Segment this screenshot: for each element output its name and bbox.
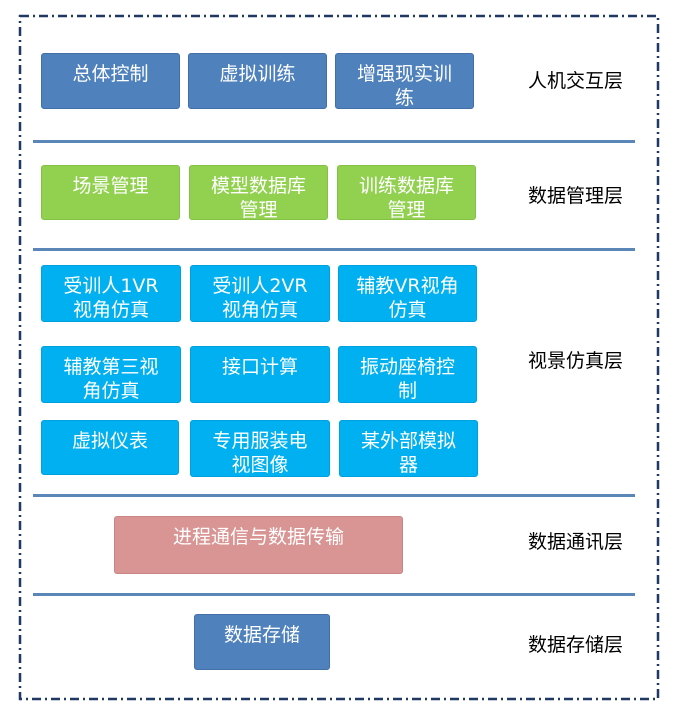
module-training-db-management: 训练数据库管理 (337, 165, 476, 221)
separator-2 (33, 248, 635, 251)
separator-4 (33, 593, 635, 596)
layer-label-data-communication: 数据通讯层 (528, 531, 624, 553)
module-trainee1-vr-sim: 受训人1VR视角仿真 (41, 265, 181, 322)
layer-label-data-storage: 数据存储层 (528, 634, 624, 656)
module-data-storage: 数据存储 (194, 614, 330, 670)
separator-3 (33, 494, 635, 497)
module-vibration-seat-control: 振动座椅控制 (338, 346, 477, 403)
layer-label-hmi: 人机交互层 (528, 70, 624, 92)
module-virtual-instrument: 虚拟仪表 (41, 420, 179, 475)
module-trainee2-vr-sim: 受训人2VR视角仿真 (190, 265, 330, 322)
module-assistant-vr-sim: 辅教VR视角仿真 (338, 265, 477, 322)
separator-1 (33, 140, 635, 143)
module-assistant-third-person-sim: 辅教第三视角仿真 (41, 346, 181, 403)
module-virtual-training: 虚拟训练 (188, 53, 327, 109)
module-special-suit-tv-image: 专用服装电视图像 (190, 420, 330, 477)
module-ar-training: 增强现实训练 (335, 53, 474, 109)
module-overall-control: 总体控制 (41, 53, 180, 109)
module-scene-management: 场景管理 (41, 165, 180, 220)
layer-label-visual-simulation: 视景仿真层 (528, 350, 624, 372)
module-external-simulator: 某外部模拟器 (339, 420, 478, 477)
module-model-db-management: 模型数据库管理 (189, 165, 328, 221)
layer-label-data-management: 数据管理层 (528, 185, 624, 207)
module-ipc-data-transfer: 进程通信与数据传输 (114, 516, 403, 574)
module-interface-computation: 接口计算 (190, 346, 330, 403)
